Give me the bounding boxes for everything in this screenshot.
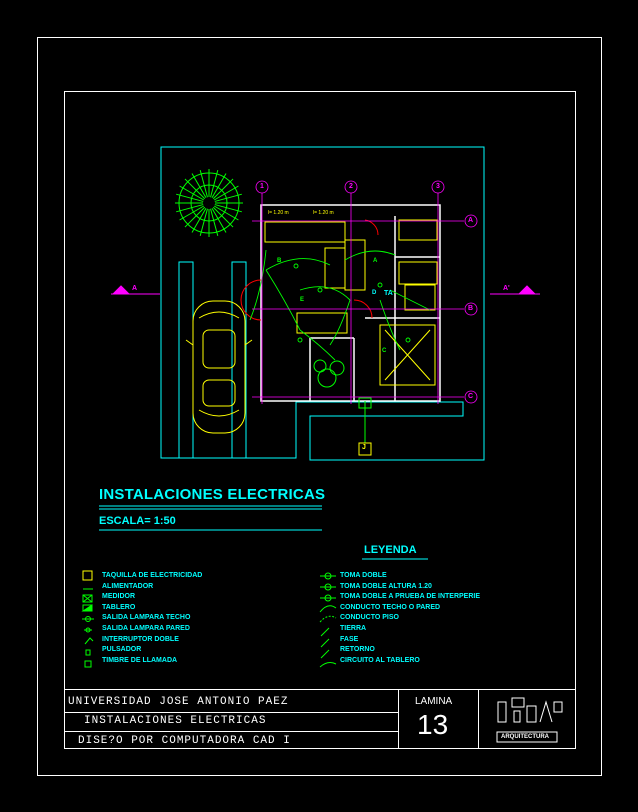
tree-branch	[199, 170, 208, 198]
plan-label-e: E	[300, 297, 305, 303]
wiring	[249, 249, 431, 361]
legend-left-item: TAQUILLA DE ELECTRICIDAD	[102, 572, 203, 579]
legend-left-item: INTERRUPTOR DOBLE	[102, 635, 179, 643]
title-block-lines	[64, 689, 575, 748]
site-boundary	[160, 146, 485, 461]
tree-branch	[213, 205, 239, 221]
house-walls	[260, 204, 441, 402]
tree-branch	[214, 193, 242, 202]
tree-branch	[176, 193, 204, 202]
axis-col-3: 3	[436, 183, 440, 190]
axis-col-1: 1	[260, 183, 264, 190]
tree-branch	[184, 206, 206, 228]
legend-left-item: TABLERO	[102, 603, 136, 611]
tree-branch	[211, 207, 227, 233]
doors	[240, 219, 379, 321]
tree-branch	[199, 208, 208, 236]
meter-feeder	[358, 397, 372, 456]
floor-plan	[111, 146, 540, 461]
tree-branch	[211, 173, 227, 199]
kitchen-counter	[264, 219, 438, 386]
tree-branch	[176, 204, 204, 213]
tree-branch	[213, 185, 239, 201]
axis-col-2: 2	[349, 183, 353, 190]
legend-left-item: PULSADOR	[102, 646, 142, 654]
legend-left-item: TIMBRE DE LLAMADA	[102, 656, 178, 664]
legend-right-item: CONDUCTO TECHO O PARED	[340, 603, 441, 611]
tree-branch	[191, 207, 207, 233]
lamina-number: 13	[417, 709, 449, 740]
dimension-label-1: l= 1.20 m	[268, 210, 289, 216]
axis-row-c: C	[468, 393, 474, 400]
legend-left-item: MEDIDOR	[102, 593, 136, 601]
tree-branch	[212, 178, 234, 200]
drawing-scale: ESCALA= 1:50	[99, 515, 176, 527]
garden-icon	[313, 359, 345, 388]
tree-branch	[210, 170, 219, 198]
section-marks	[111, 285, 540, 295]
plan-label-a: A	[373, 258, 378, 264]
legend-left-item: ALIMENTADOR	[102, 582, 154, 590]
tree-icon	[175, 169, 243, 237]
tree-branch	[212, 206, 234, 228]
plan-label-b: B	[277, 258, 282, 264]
grid-axes	[252, 180, 478, 404]
legend-right-item: CONDUCTO PISO	[340, 614, 399, 622]
title-block-university: UNIVERSIDAD JOSE ANTONIO PAEZ	[68, 696, 289, 708]
driveway	[178, 261, 247, 459]
tree-branch	[184, 178, 206, 200]
legend-right-item: CIRCUITO AL TABLERO	[340, 656, 420, 664]
legend-left-item: SALIDA LAMPARA TECHO	[102, 614, 191, 622]
section-mark-right: A'	[503, 285, 510, 292]
tree-branch	[191, 173, 207, 199]
inner-frame	[64, 91, 576, 749]
legend-title: LEYENDA	[364, 544, 417, 556]
legend-left-item: SALIDA LAMPARA PARED	[102, 624, 190, 632]
legend-right-item: RETORNO	[340, 646, 375, 654]
lamina-label: LAMINA	[415, 696, 453, 707]
meter-label: J	[362, 444, 366, 451]
legend-right-item: FASE	[340, 635, 359, 643]
tree-branch	[210, 208, 219, 236]
legend-right-item: TOMA DOBLE ALTURA 1.20	[340, 582, 432, 590]
title-block-course: DISE?O POR COMPUTADORA CAD I	[78, 735, 291, 747]
logo-icon	[496, 697, 563, 743]
title-block-subject: INSTALACIONES ELECTRICAS	[84, 715, 267, 727]
plan-label-d: D	[372, 290, 377, 296]
drawing-title: INSTALACIONES ELECTRICAS	[99, 486, 326, 503]
plan-label-c: C	[382, 348, 387, 354]
plan-label-ta: TA	[384, 290, 393, 297]
dimension-label-2: l= 1.20 m	[313, 210, 334, 216]
legend-left-column: TAQUILLA DE ELECTRICIDAD ALIMENTADOR MEDID…	[102, 571, 202, 666]
axis-row-b: B	[468, 305, 474, 312]
axis-row-a: A	[468, 217, 474, 224]
legend-right-item: TOMA DOBLE A PRUEBA DE INTERPERIE	[340, 593, 481, 601]
legend-symbols	[81, 570, 337, 668]
tree-branch	[214, 204, 242, 213]
tree-branch	[179, 185, 205, 201]
car-icon	[185, 300, 253, 434]
logo-text: ARQUITECTURA	[501, 734, 549, 740]
section-mark-left: A	[132, 285, 138, 292]
legend-right-item: TIERRA	[340, 624, 367, 632]
legend-right-item: TOMA DOBLE	[340, 572, 387, 579]
outer-frame	[37, 37, 602, 776]
tree-branch	[179, 205, 205, 221]
